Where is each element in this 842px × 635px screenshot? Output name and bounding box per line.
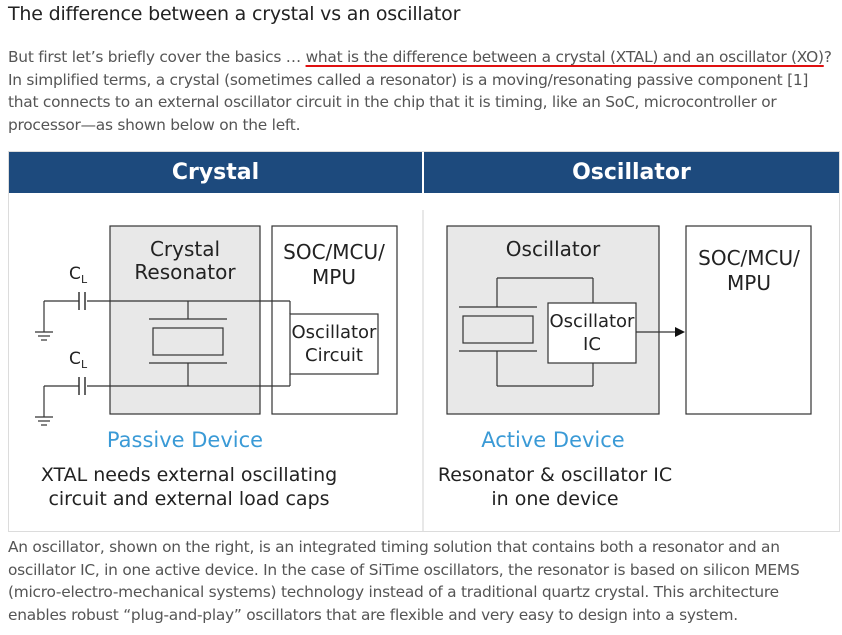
osc-ic-label-line2: IC (583, 334, 601, 355)
osc-crystal-symbol (462, 315, 534, 344)
intro-text-start: But first let’s briefly cover the basics… (8, 48, 306, 66)
page-title: The difference between a crystal vs an o… (8, 3, 461, 25)
right-chip-box (685, 225, 812, 415)
crystal-vs-oscillator-figure: Crystal Oscillator Crystal Resonator SOC… (8, 151, 840, 532)
crystal-resonator-box (109, 225, 261, 415)
comparison-diagram: Crystal Resonator SOC/MCU/ MPU Oscillato… (35, 210, 812, 531)
oscillator-circuit-box (289, 313, 379, 375)
intro-paragraph: But first let’s briefly cover the basics… (8, 46, 834, 136)
highlighted-question: what is the difference between a crystal… (305, 48, 824, 66)
cap-label-bottom: C (69, 349, 81, 369)
oscillator-ic-box (547, 302, 637, 364)
right-chip-label-line1: SOC/MCU/ (698, 246, 800, 270)
outro-paragraph: An oscillator, shown on the right, is an… (8, 538, 800, 624)
cap-label-top: C (69, 264, 81, 284)
osc-circuit-label-line1: Oscillator (292, 322, 378, 343)
passive-device-label: Passive Device (107, 428, 263, 452)
oscillator-header: Oscillator (424, 152, 839, 193)
crystal-header: Crystal (9, 152, 422, 193)
cap-sub-top: L (81, 273, 88, 286)
resonator-label-line1: Crystal (150, 237, 220, 261)
oscillator-title: Oscillator (506, 237, 601, 261)
intro-text-end: ? In simplified terms, a crystal (someti… (8, 48, 832, 134)
right-chip-label-line2: MPU (727, 271, 771, 295)
crystal-desc-line2: circuit and external load caps (48, 488, 329, 510)
left-chip-label-line1: SOC/MCU/ (283, 240, 385, 264)
crystal-symbol (152, 327, 224, 356)
crystal-desc-line1: XTAL needs external oscillating (41, 464, 337, 486)
oscillator-desc-line2: in one device (491, 488, 618, 510)
osc-circuit-label-line2: Circuit (305, 345, 363, 366)
resonator-label-line2: Resonator (134, 260, 236, 284)
left-chip-label-line2: MPU (312, 265, 356, 289)
arrow-right-icon (675, 327, 685, 337)
oscillator-desc-line1: Resonator & oscillator IC (438, 464, 672, 486)
osc-ic-label-line1: Oscillator (550, 311, 636, 332)
cap-sub-bottom: L (81, 358, 88, 371)
active-device-label: Active Device (481, 428, 624, 452)
